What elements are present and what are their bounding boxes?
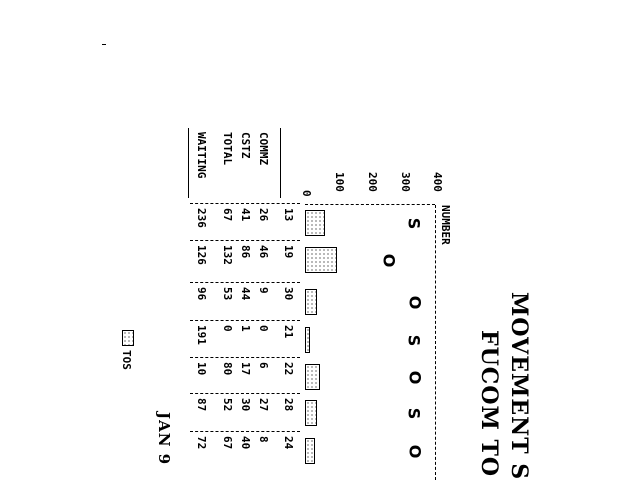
cell-total: 53: [221, 287, 234, 301]
tick-200: 200: [366, 172, 379, 192]
cell-cstz: 1: [239, 325, 252, 332]
bar: [305, 364, 321, 390]
column-divider: [190, 282, 300, 283]
cell-waiting: 10: [195, 362, 208, 376]
cell-waiting: 87: [195, 398, 208, 412]
cell-commz: 8: [257, 436, 270, 443]
cell-cstz: 86: [239, 245, 252, 259]
column-divider: [190, 240, 300, 241]
bar: [305, 438, 316, 464]
cell-commz: 0: [257, 325, 270, 332]
date-label: JAN 9: [155, 412, 173, 466]
legend-label: TOS: [120, 350, 133, 370]
axis-label: NUMBER: [439, 205, 452, 245]
cell-total: 67: [221, 436, 234, 450]
bar: [305, 400, 317, 426]
bar: [305, 289, 317, 315]
tick-0: 0: [300, 190, 313, 197]
cell-total: 0: [221, 325, 234, 332]
column-divider: [190, 357, 300, 358]
chart-marker: S: [404, 217, 424, 230]
cell-commz: 27: [257, 398, 270, 412]
cell-top: 19: [282, 245, 295, 259]
chart-marker: S: [404, 407, 424, 420]
cell-top: 30: [282, 287, 295, 301]
cell-cstz: 41: [239, 208, 252, 222]
cell-commz: 6: [257, 362, 270, 369]
row-label-total: TOTAL: [221, 132, 234, 166]
cell-waiting: 126: [195, 245, 208, 265]
cell-total: 132: [221, 245, 234, 265]
bar: [305, 327, 311, 353]
column-divider: [190, 203, 300, 204]
bar: [305, 247, 337, 273]
cell-top: 21: [282, 325, 295, 339]
cell-waiting: 96: [195, 287, 208, 301]
scan-speck: [102, 44, 106, 45]
chart-marker: S: [404, 334, 424, 347]
cell-commz: 26: [257, 208, 270, 222]
cell-commz: 9: [257, 287, 270, 294]
cell-cstz: 17: [239, 362, 252, 376]
column-divider: [190, 431, 300, 432]
cell-total: 67: [221, 208, 234, 222]
chart-marker: O: [379, 253, 399, 268]
cell-cstz: 30: [239, 398, 252, 412]
cell-top: 22: [282, 362, 295, 376]
document-subtitle: FUCOM TO: [476, 330, 502, 478]
row-label-cstz: CSTZ: [239, 132, 252, 159]
document-title: MOVEMENT S: [506, 292, 532, 480]
legend-swatch: [122, 330, 134, 346]
cell-top: 28: [282, 398, 295, 412]
cell-top: 13: [282, 208, 295, 222]
cell-cstz: 40: [239, 436, 252, 450]
cell-waiting: 236: [195, 208, 208, 228]
cell-waiting: 72: [195, 436, 208, 450]
gridline: [435, 205, 436, 480]
table-border: [280, 128, 281, 198]
axis-line: [305, 204, 435, 205]
cell-top: 24: [282, 436, 295, 450]
chart-marker: O: [405, 295, 425, 310]
cell-total: 80: [221, 362, 234, 376]
column-divider: [190, 393, 300, 394]
row-label-waiting: WAITING: [195, 132, 208, 179]
cell-total: 52: [221, 398, 234, 412]
table-border: [188, 128, 189, 198]
cell-commz: 46: [257, 245, 270, 259]
row-label-commz: COMMZ: [257, 132, 270, 166]
tick-300: 300: [399, 172, 412, 192]
cell-waiting: 191: [195, 325, 208, 345]
column-divider: [190, 320, 300, 321]
chart-marker: O: [405, 370, 425, 385]
tick-100: 100: [333, 172, 346, 192]
chart-marker: O: [405, 444, 425, 459]
cell-cstz: 44: [239, 287, 252, 301]
tick-400: 400: [431, 172, 444, 192]
bar: [305, 210, 326, 236]
